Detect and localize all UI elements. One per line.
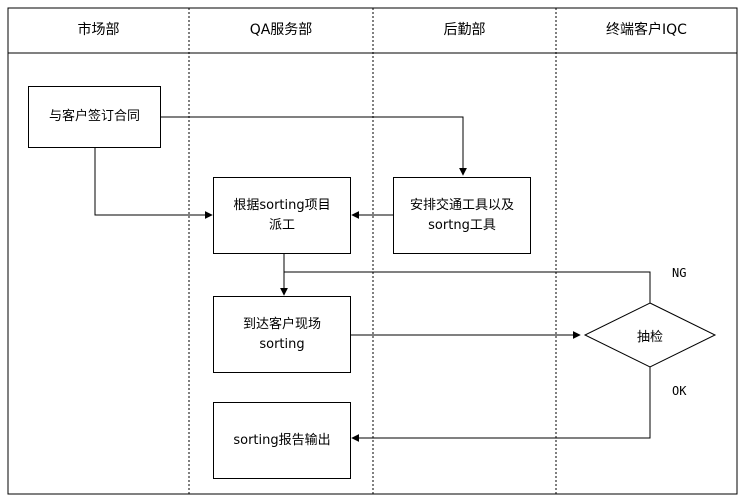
- edge-label-ng: NG: [672, 266, 687, 280]
- node-sign-contract-text: 与客户签订合同: [48, 109, 140, 124]
- inspect-decision-label: 抽检: [636, 330, 663, 345]
- node-arrive-site: 到达客户现场 sorting: [213, 296, 351, 373]
- node-arrange-logistics: 安排交通工具以及 sortng工具: [393, 177, 531, 254]
- node-arrive-site-line1: 到达客户现场: [242, 316, 321, 332]
- node-dispatch-line2: 派工: [268, 217, 295, 233]
- node-dispatch: 根据sorting项目 派工: [213, 177, 351, 254]
- edge-contract-to-logistics: [160, 116, 467, 176]
- node-report-output-text: sorting报告输出: [233, 432, 331, 448]
- node-arrive-site-line2: sorting: [259, 336, 305, 352]
- lane-title-logistics: 后勤部: [443, 22, 486, 38]
- node-dispatch-line1: 根据sorting项目: [233, 197, 331, 213]
- node-arrange-logistics-line1: 安排交通工具以及: [409, 197, 514, 213]
- lane-title-marketing: 市场部: [77, 22, 120, 38]
- lane-title-qa-service: QA服务部: [249, 22, 313, 38]
- inspect-decision-shape: [583, 302, 717, 368]
- edge-ng-loop: [284, 271, 651, 303]
- edge-ok-to-report: [351, 367, 651, 442]
- node-sign-contract: 与客户签订合同: [28, 86, 161, 148]
- edge-label-ok: OK: [672, 384, 687, 398]
- lane-title-customer-iqc: 终端客户IQC: [606, 22, 687, 38]
- edge-contract-to-dispatch: [94, 148, 213, 219]
- node-arrange-logistics-line2: sortng工具: [428, 217, 496, 233]
- node-report-output: sorting报告输出: [213, 402, 351, 479]
